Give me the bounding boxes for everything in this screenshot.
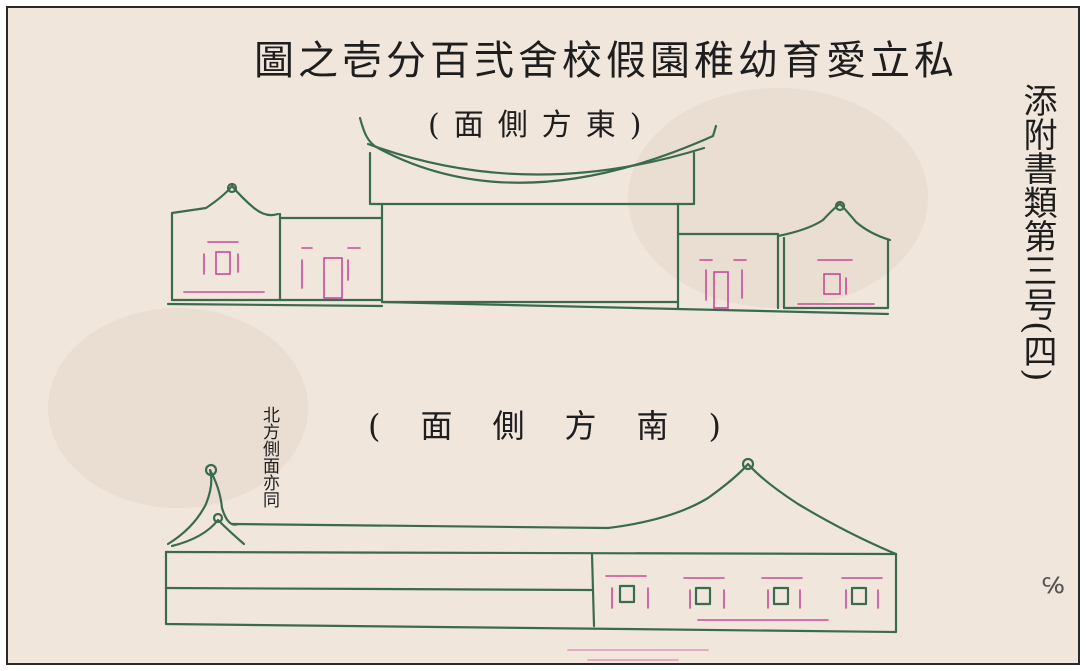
south-eave bbox=[164, 550, 898, 556]
drawing-title: 私立愛育幼稚園假校舍弐百分壱之圖 bbox=[254, 38, 958, 84]
central-roof bbox=[358, 116, 718, 184]
right-pavilion-roof bbox=[776, 202, 892, 242]
right-finial bbox=[834, 200, 846, 212]
east-ground-line bbox=[166, 300, 890, 316]
south-finial-right bbox=[741, 457, 755, 471]
left-annex bbox=[278, 216, 384, 302]
drawing-sheet: 私立愛育幼稚園假校舍弐百分壱之圖 (東方側面) (南方側面) 北方側面亦同 添附… bbox=[6, 6, 1080, 665]
south-ridge bbox=[230, 522, 610, 530]
south-right-roof bbox=[606, 462, 898, 556]
south-windows bbox=[618, 584, 868, 606]
pink-annotations bbox=[183, 241, 875, 309]
paper-stain bbox=[48, 308, 308, 508]
right-annex bbox=[676, 232, 780, 310]
south-finial-left-2 bbox=[212, 512, 224, 524]
east-elevation bbox=[166, 116, 892, 316]
central-roof-eave bbox=[366, 142, 706, 176]
south-finial-left bbox=[204, 463, 218, 477]
left-finial bbox=[226, 182, 238, 194]
south-pink-annotations bbox=[567, 575, 883, 661]
corner-mark: ℅ bbox=[1042, 574, 1065, 599]
elevation-drawing bbox=[164, 116, 898, 661]
attachment-note: 添附書類第三号(四) bbox=[1017, 83, 1057, 382]
east-elevation-caption: (東方側面) bbox=[428, 108, 656, 143]
south-left-gable-2 bbox=[170, 518, 246, 548]
central-block bbox=[380, 202, 680, 304]
south-left-gable bbox=[166, 468, 240, 546]
left-pavilion-roof bbox=[170, 184, 280, 217]
south-base bbox=[164, 586, 594, 592]
right-pavilion bbox=[782, 236, 890, 310]
south-elevation bbox=[164, 457, 898, 661]
south-elevation-caption: (南方側面) bbox=[368, 407, 761, 445]
north-side-note: 北方側面亦同 bbox=[259, 406, 279, 508]
central-upper-wall bbox=[368, 151, 696, 206]
left-pavilion bbox=[170, 212, 282, 302]
